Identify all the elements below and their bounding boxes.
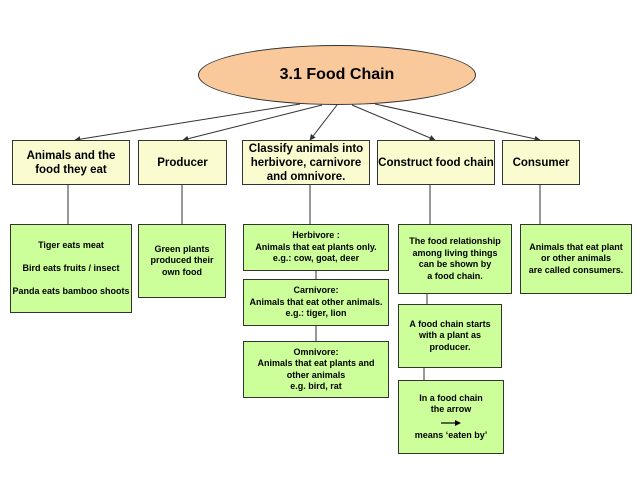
leaf-producer: Green plants produced their own food — [138, 224, 226, 298]
arrow-to-classify — [309, 104, 338, 141]
arrow-to-producer — [182, 104, 323, 142]
header-producer: Producer — [138, 140, 227, 185]
leaf-food-chain-starts: A food chain starts with a plant as prod… — [398, 304, 502, 368]
header-classify: Classify animals into herbivore, carnivo… — [242, 140, 370, 185]
header-consumer: Consumer — [502, 140, 580, 185]
page-title: 3.1 Food Chain — [279, 66, 395, 83]
leaf-food-relationship: The food relationship among living thing… — [398, 224, 512, 294]
leaf-arrow-meaning: In a food chain the arrow means ‘eaten b… — [398, 380, 504, 454]
right-arrow-icon — [441, 419, 461, 426]
leaf-herbivore: Herbivore : Animals that eat plants only… — [243, 224, 389, 271]
arrow-to-consumer — [374, 103, 541, 142]
leaf-consumer: Animals that eat plant or other animals … — [520, 224, 632, 294]
arrow-to-animals — [74, 103, 301, 143]
arrow-meaning-bottom: means ‘eaten by’ — [414, 429, 488, 440]
header-construct: Construct food chain — [377, 140, 495, 185]
arrow-to-construct — [351, 104, 436, 141]
leaf-animals-examples: Tiger eats meat Bird eats fruits / insec… — [10, 224, 132, 313]
leaf-omnivore: Omnivore: Animals that eat plants and ot… — [243, 341, 389, 398]
arrow-meaning-top: In a food chain the arrow — [419, 392, 483, 415]
header-animals-food: Animals and the food they eat — [12, 140, 130, 185]
leaf-carnivore: Carnivore: Animals that eat other animal… — [243, 279, 389, 326]
title-ellipse: 3.1 Food Chain — [198, 45, 476, 105]
